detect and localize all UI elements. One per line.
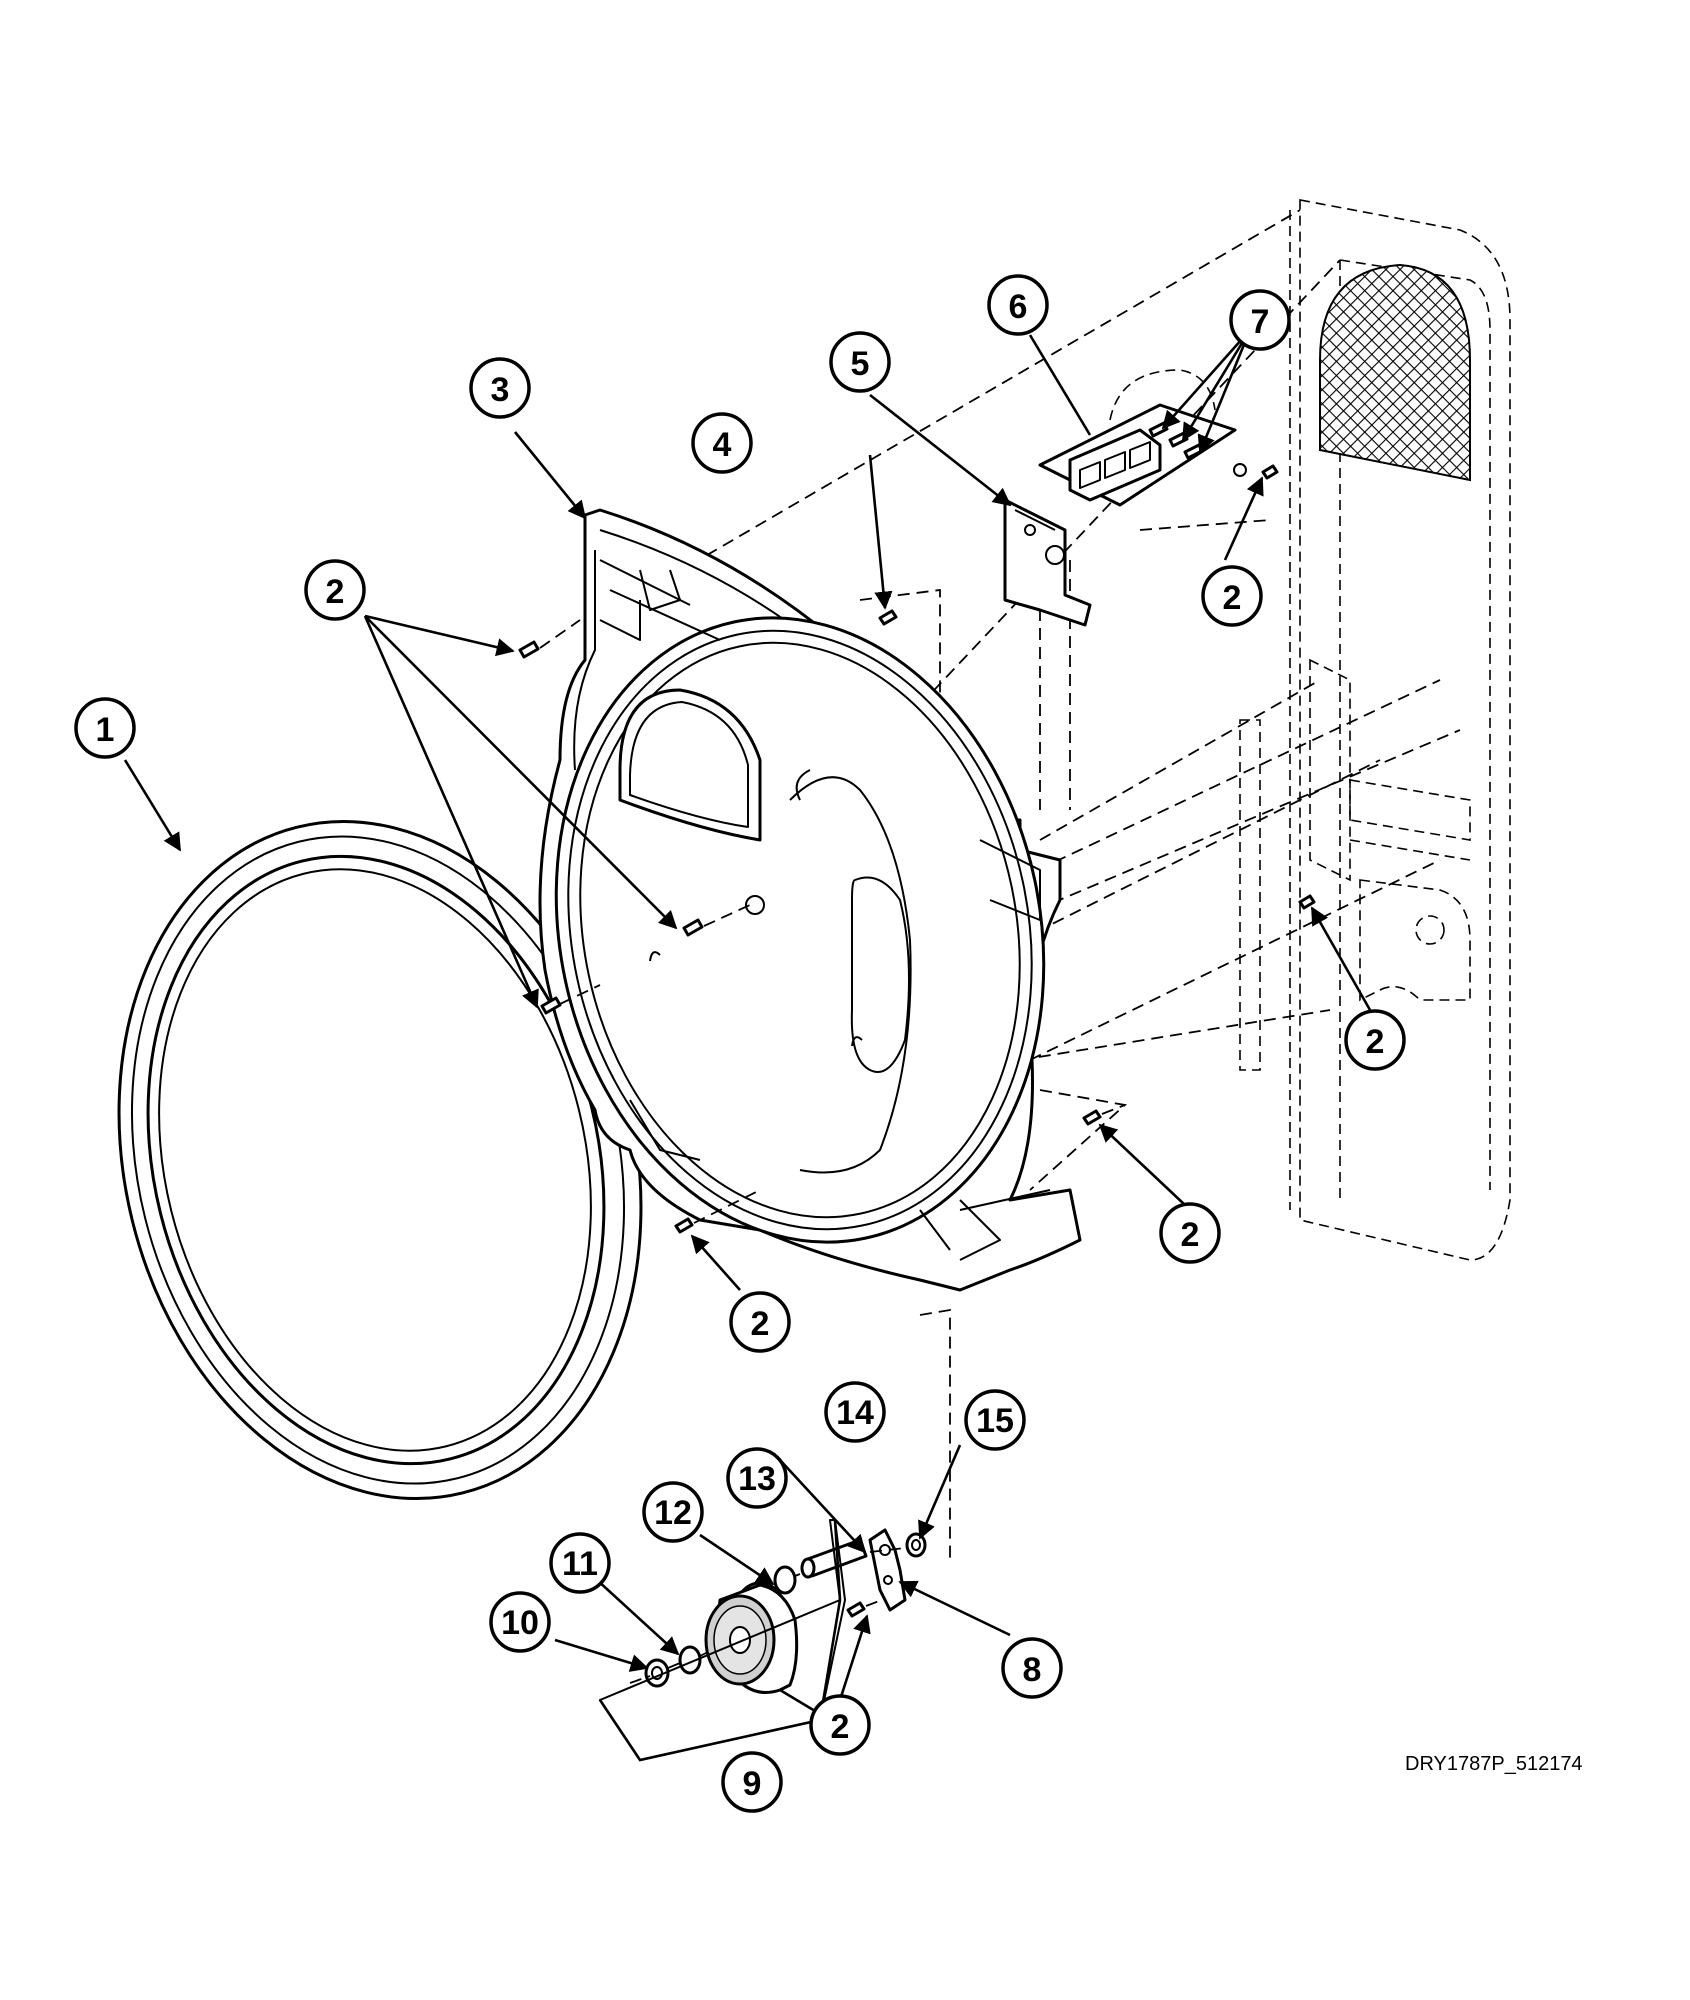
callout-10: 10 <box>489 1591 551 1653</box>
door-seal-ring <box>117 820 643 1500</box>
callout-3: 3 <box>469 357 531 419</box>
callout-2-label: 2 <box>1223 579 1242 617</box>
callout-10-label: 10 <box>501 1604 539 1642</box>
callout-2f: 2 <box>809 1694 871 1756</box>
callout-15-label: 15 <box>976 1402 1014 1440</box>
callout-1: 1 <box>74 697 136 759</box>
callout-2d: 2 <box>1159 1202 1221 1264</box>
callout-11-label: 11 <box>562 1545 598 1583</box>
callout-13-label: 13 <box>738 1460 776 1498</box>
callout-9: 9 <box>721 1751 783 1813</box>
callout-2e: 2 <box>729 1291 791 1353</box>
callout-2-label: 2 <box>1181 1216 1200 1254</box>
mounting-bracket <box>1003 498 1092 627</box>
callout-5-label: 5 <box>851 345 870 383</box>
callout-9-label: 9 <box>743 1765 762 1803</box>
callout-2a: 2 <box>304 559 366 621</box>
callout-2-label: 2 <box>326 573 345 611</box>
callout-2-label: 2 <box>1366 1023 1385 1061</box>
terminal-block <box>1038 369 1247 507</box>
callout-4-label: 4 <box>713 426 732 464</box>
callout-6-label: 6 <box>1009 288 1028 326</box>
callout-14-label: 14 <box>836 1394 874 1432</box>
callout-13: 13 <box>726 1447 788 1509</box>
screw-4 <box>878 609 898 626</box>
callout-14: 14 <box>824 1381 886 1443</box>
callout-7: 7 <box>1229 289 1291 351</box>
callout-11: 11 <box>549 1532 611 1594</box>
callout-2b: 2 <box>1201 565 1263 627</box>
screws <box>518 464 1316 1618</box>
callout-8-label: 8 <box>1023 1651 1042 1689</box>
callout-5: 5 <box>829 331 891 393</box>
drawing-id: DRY1787P_512174 <box>1405 1753 1583 1775</box>
callout-2c: 2 <box>1344 1009 1406 1071</box>
callout-1-label: 1 <box>96 711 115 749</box>
callout-6: 6 <box>987 274 1049 336</box>
callout-3-label: 3 <box>491 371 510 409</box>
cabinet-rear-panel <box>1239 199 1511 1261</box>
front-bulkhead-panel <box>538 508 1082 1292</box>
callout-2-label: 2 <box>831 1708 850 1746</box>
callout-15: 15 <box>964 1389 1026 1451</box>
callout-2-label: 2 <box>751 1305 770 1343</box>
roller-assembly <box>598 1519 927 1762</box>
callout-12-label: 12 <box>654 1494 692 1532</box>
callout-4: 4 <box>691 412 753 474</box>
callout-7-label: 7 <box>1251 303 1270 341</box>
callout-12: 12 <box>642 1481 704 1543</box>
callout-8: 8 <box>1001 1637 1063 1699</box>
